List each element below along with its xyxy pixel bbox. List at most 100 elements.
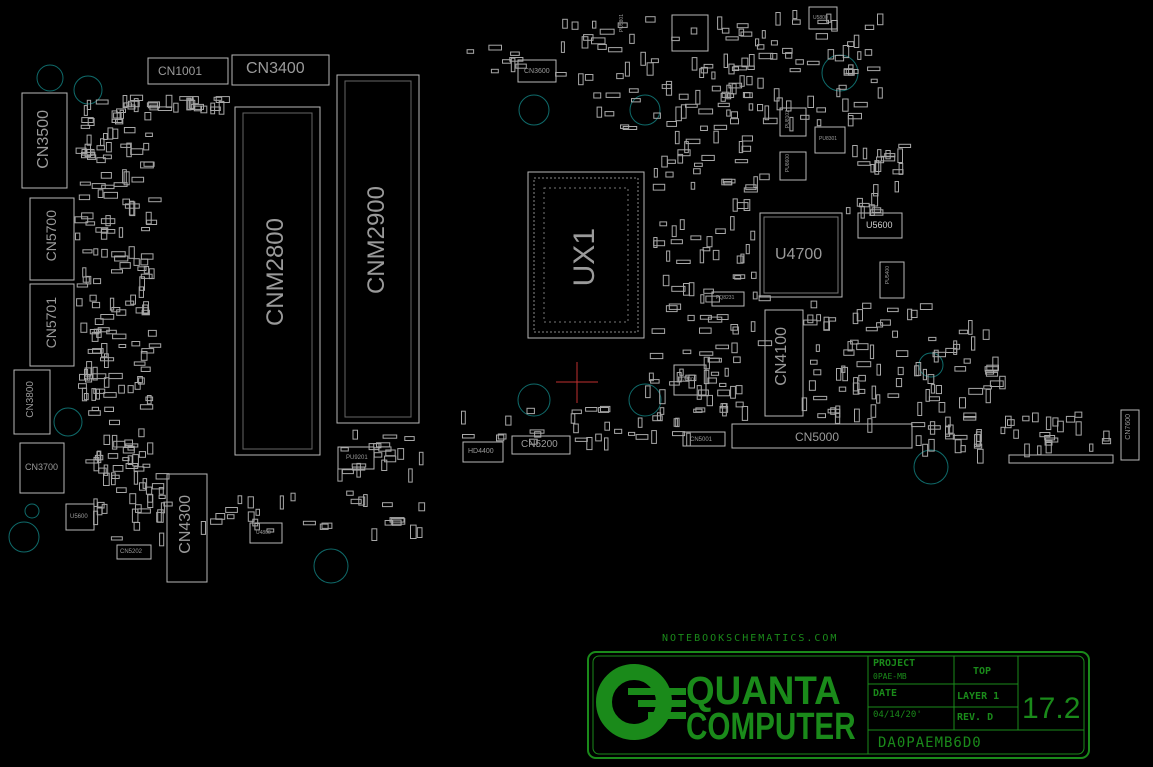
smd-pad — [847, 41, 855, 48]
smd-pad — [971, 336, 976, 351]
smd-pad — [247, 511, 255, 522]
smd-pad — [807, 314, 814, 324]
smd-pad — [622, 126, 638, 130]
smd-pad — [82, 267, 87, 278]
smd-pad — [142, 478, 148, 489]
cn5700-label: CN5700 — [43, 210, 59, 262]
smd-pad — [84, 143, 91, 158]
smd-pad — [711, 85, 721, 92]
smd-pad — [604, 437, 609, 451]
smd-pad — [816, 107, 827, 113]
smd-pad — [122, 457, 130, 462]
smd-pad — [666, 121, 678, 127]
smd-pad — [87, 348, 102, 354]
smd-pad — [925, 389, 930, 402]
smd-pad — [98, 467, 107, 474]
smd-pad — [86, 134, 92, 146]
smd-pad — [659, 221, 668, 227]
smd-pad — [130, 294, 136, 305]
smd-pad — [190, 103, 205, 110]
smd-pad — [933, 349, 939, 363]
smd-pad — [999, 375, 1006, 390]
smd-pad — [671, 285, 686, 292]
smd-pad — [817, 413, 826, 419]
smd-pad — [865, 326, 878, 332]
smd-pad — [745, 244, 750, 255]
smd-pad — [733, 356, 741, 364]
smd-pad — [75, 232, 81, 241]
smd-pad — [706, 236, 713, 248]
smd-pad — [101, 343, 108, 358]
smd-pad — [404, 436, 415, 442]
smd-pad — [617, 22, 628, 28]
smd-pad — [585, 407, 598, 412]
smd-pad — [775, 12, 781, 26]
smd-pad — [675, 417, 680, 428]
smd-pad — [876, 322, 884, 328]
smd-pad — [139, 482, 146, 491]
pu8102-label: PU8102 — [785, 110, 791, 129]
smd-pad — [694, 162, 703, 167]
smd-pad — [922, 443, 929, 457]
smd-pad — [123, 102, 133, 108]
smd-pad — [384, 455, 397, 463]
smd-pad — [853, 101, 868, 108]
smd-pad — [382, 434, 398, 439]
smd-pad — [112, 465, 124, 472]
smd-pad — [1032, 412, 1039, 423]
smd-pad — [762, 117, 778, 125]
smd-pad — [145, 396, 154, 402]
smd-pad — [1045, 416, 1052, 431]
smd-pad — [759, 173, 770, 181]
smd-pad — [919, 303, 933, 311]
smd-pad — [637, 417, 643, 428]
smd-pad — [192, 96, 199, 105]
smd-pad — [862, 147, 868, 160]
cn5200-label: CN5200 — [521, 439, 558, 450]
smd-pad — [581, 36, 589, 49]
smd-pad — [801, 397, 808, 412]
smd-pad — [103, 377, 110, 388]
cn5001-label: CN5001 — [690, 437, 713, 443]
smd-pad — [928, 336, 937, 342]
page-number: 17.2 — [1022, 692, 1081, 725]
smd-pad — [722, 178, 736, 184]
smd-pad — [678, 93, 689, 100]
smd-pad — [119, 109, 124, 119]
smd-pad — [93, 278, 102, 285]
smd-pad — [82, 249, 93, 254]
smd-pad — [84, 369, 89, 381]
smd-pad — [158, 487, 164, 495]
smd-pad — [917, 401, 923, 416]
smd-pad — [138, 286, 144, 298]
smd-pad — [148, 268, 155, 280]
smd-pad — [810, 300, 818, 309]
smd-pad — [860, 205, 865, 219]
smd-pad — [887, 307, 899, 313]
smd-pad — [705, 295, 720, 303]
smd-pad — [122, 169, 127, 184]
smd-pad — [758, 295, 771, 302]
smd-pad — [337, 468, 343, 482]
smd-pad — [165, 94, 173, 108]
smd-pad — [105, 215, 111, 227]
smd-pad — [954, 439, 962, 454]
smd-pad — [827, 49, 835, 60]
smd-pad — [140, 351, 148, 361]
smd-pad — [823, 321, 830, 331]
smd-pad — [1065, 415, 1076, 423]
smd-pad — [97, 327, 110, 333]
smd-pad — [870, 164, 875, 173]
smd-pad — [843, 68, 855, 76]
smd-pad — [858, 374, 866, 382]
smd-pad — [817, 19, 830, 25]
smd-pad — [945, 425, 951, 437]
rev-label: REV. D — [957, 712, 994, 723]
smd-pad — [505, 415, 512, 426]
smd-pad — [698, 389, 709, 397]
smd-pad — [989, 380, 1004, 387]
smd-pad — [142, 463, 151, 468]
smd-pad — [736, 23, 749, 29]
smd-pad — [340, 447, 349, 452]
smd-pad — [746, 75, 753, 86]
